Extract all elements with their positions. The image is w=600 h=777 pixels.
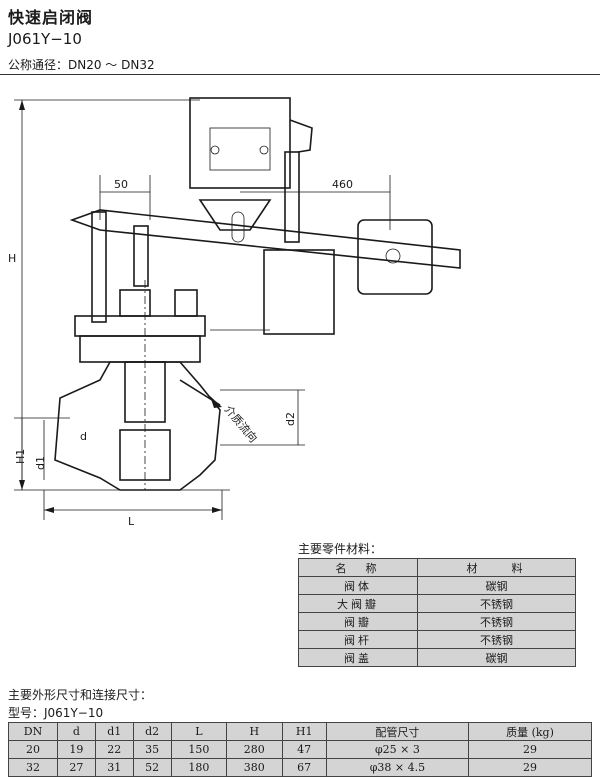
materials-table: 名 称 材 料 阀体 碳钢 大阀瓣 不锈钢 阀瓣 不锈钢 阀杆 不锈钢 阀盖 碳… <box>297 558 576 667</box>
header-divider <box>0 74 600 75</box>
cell: 35 <box>132 740 172 759</box>
cell: 67 <box>281 758 327 777</box>
cell: 20 <box>7 740 59 759</box>
column-header: 名 称 <box>297 558 419 577</box>
materials-heading: 主要零件材料： <box>298 542 383 556</box>
cell: 19 <box>57 740 96 759</box>
cell: φ38 × 4.5 <box>325 758 469 777</box>
column-header: d1 <box>94 722 134 741</box>
part-material: 碳钢 <box>417 648 576 667</box>
column-header: 配管尺寸 <box>325 722 469 741</box>
packing-gland <box>119 289 151 317</box>
cell: 29 <box>467 740 593 759</box>
flow-arrow-head <box>210 396 222 408</box>
dim-label-H: H <box>8 252 16 265</box>
part-name: 大阀瓣 <box>297 594 419 613</box>
bolt-left <box>210 145 220 155</box>
actuator-housing <box>189 97 291 189</box>
cell: 47 <box>281 740 327 759</box>
part-material: 不锈钢 <box>417 630 576 649</box>
dim-label-d: d <box>80 430 87 443</box>
valve-technical-drawing: H H1 d1 50 460 介质流向 d2 <box>8 97 461 528</box>
cell: φ25 × 3 <box>325 740 469 759</box>
dimensions-table: DN d d1 d2 L H H1 配管尺寸 质量 (kg) 20 19 22 … <box>7 722 593 777</box>
dim-label-460: 460 <box>332 178 353 191</box>
column-header: H1 <box>281 722 327 741</box>
table-row: 32 27 31 52 180 380 67 φ38 × 4.5 29 <box>7 758 593 777</box>
column-header: d2 <box>132 722 172 741</box>
table-row: 阀瓣 不锈钢 <box>297 612 576 631</box>
arrow-H-bottom <box>19 480 25 490</box>
dim-label-d1: d1 <box>34 456 47 470</box>
cell: 180 <box>170 758 228 777</box>
arrow-H-top <box>19 100 25 110</box>
lever-pivot-bracket <box>198 199 272 231</box>
dimensions-model-label: 型号：J061Y−10 <box>8 706 104 720</box>
cell: 380 <box>226 758 283 777</box>
part-material: 不锈钢 <box>417 612 576 631</box>
table-row: 20 19 22 35 150 280 47 φ25 × 3 29 <box>7 740 593 759</box>
table-row: 阀体 碳钢 <box>297 576 576 595</box>
bonnet-body <box>79 335 201 363</box>
model-number: J061Y−10 <box>8 30 82 48</box>
flow-direction-label: 介质流向 <box>222 402 261 445</box>
center-link-rod <box>133 225 149 287</box>
table-row: 阀盖 碳钢 <box>297 648 576 667</box>
column-header: d <box>57 722 96 741</box>
dimensions-heading: 主要外形尺寸和连接尺寸： <box>8 688 153 702</box>
part-material: 碳钢 <box>417 576 576 595</box>
counterweight-bolt <box>385 248 401 264</box>
dim-label-50: 50 <box>114 178 128 191</box>
bonnet-flange <box>74 315 206 337</box>
column-header: DN <box>7 722 59 741</box>
lever-arm <box>69 209 461 269</box>
part-name: 阀瓣 <box>297 612 419 631</box>
column-header: L <box>170 722 228 741</box>
part-name: 阀体 <box>297 576 419 595</box>
support-bracket <box>263 249 335 335</box>
dim-label-d2: d2 <box>284 412 297 426</box>
table-row: 大阀瓣 不锈钢 <box>297 594 576 613</box>
cell: 22 <box>94 740 134 759</box>
latch-hook <box>289 119 313 153</box>
dim-label-H1: H1 <box>14 449 27 464</box>
bolt-right <box>259 145 269 155</box>
cell: 31 <box>94 758 134 777</box>
table-header-row: DN d d1 d2 L H H1 配管尺寸 质量 (kg) <box>7 722 593 741</box>
table-header-row: 名 称 材 料 <box>297 558 576 577</box>
table-row: 阀杆 不锈钢 <box>297 630 576 649</box>
gland-nut <box>174 289 198 317</box>
cell: 32 <box>7 758 59 777</box>
part-name: 阀盖 <box>297 648 419 667</box>
counterweight <box>357 219 433 295</box>
cell: 150 <box>170 740 228 759</box>
column-header: H <box>226 722 283 741</box>
housing-window <box>209 127 271 171</box>
part-material: 不锈钢 <box>417 594 576 613</box>
guide-post <box>284 151 300 243</box>
cell: 29 <box>467 758 593 777</box>
column-header: 材 料 <box>417 558 576 577</box>
arrow-L-left <box>44 507 54 513</box>
cell: 27 <box>57 758 96 777</box>
dim-label-L: L <box>128 515 135 528</box>
page-title: 快速启闭阀 <box>8 8 94 27</box>
part-name: 阀杆 <box>297 630 419 649</box>
cell: 52 <box>132 758 172 777</box>
valve-body <box>54 361 221 491</box>
pivot-slot <box>231 211 245 243</box>
cell: 280 <box>226 740 283 759</box>
left-link-rod <box>91 211 107 323</box>
arrow-L-right <box>212 507 222 513</box>
nominal-diameter-label: 公称通径：DN20 ～ DN32 <box>8 58 155 72</box>
column-header: 质量 (kg) <box>467 722 593 741</box>
